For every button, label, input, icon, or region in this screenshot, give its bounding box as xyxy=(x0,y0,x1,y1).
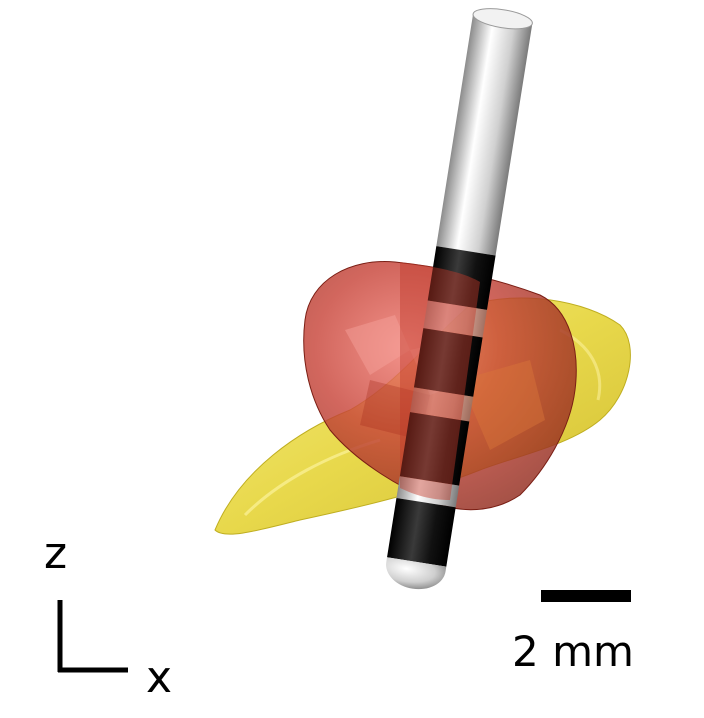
scale-bar-label: 2 mm xyxy=(512,627,634,676)
lead-contact-4 xyxy=(387,498,456,567)
x-axis-label: x xyxy=(146,652,172,703)
lead-tip xyxy=(386,557,447,590)
axes-indicator: z x xyxy=(44,528,172,703)
lead-contact-1 xyxy=(427,246,496,310)
electrode-lead xyxy=(386,8,533,590)
scale-bar-line xyxy=(541,590,631,602)
scale-bar: 2 mm xyxy=(512,590,634,676)
lead-shaft xyxy=(436,14,533,256)
z-axis-label: z xyxy=(44,528,67,579)
lead-contact-3 xyxy=(399,412,470,486)
red-volume-front xyxy=(400,262,480,500)
lead-top-cap xyxy=(472,8,533,30)
lead-contact-2 xyxy=(413,328,483,397)
